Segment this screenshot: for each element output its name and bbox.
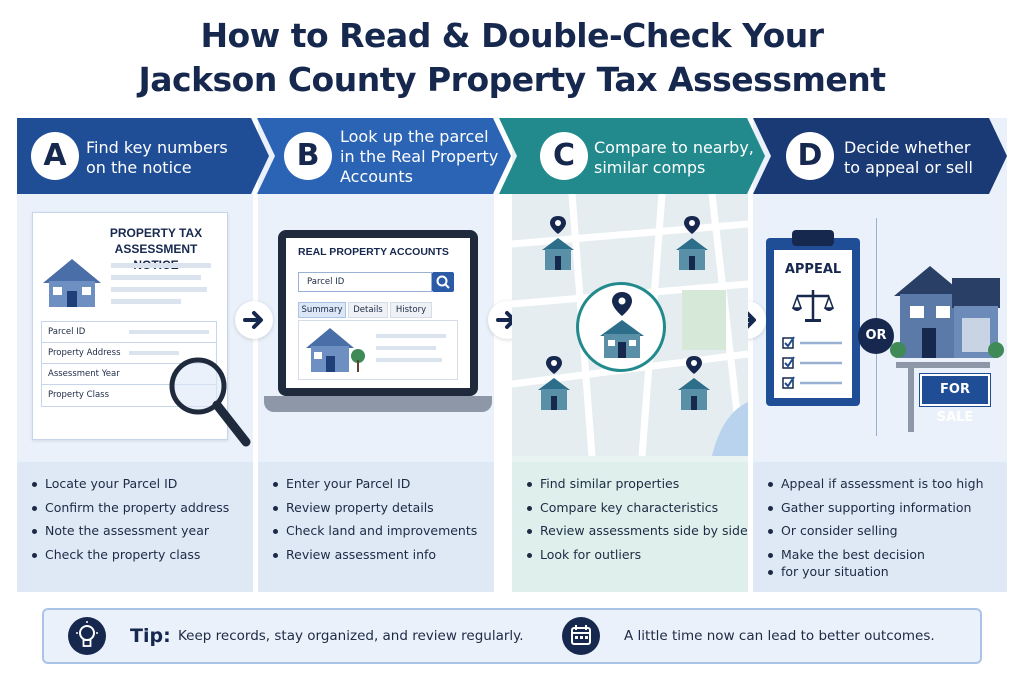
sign-post-bar [896, 362, 990, 368]
step-a-heading: Find key numbers on the notice [86, 138, 228, 178]
arrow-right-icon [235, 301, 273, 339]
sign-post [908, 362, 914, 432]
list-item: Locate your Parcel ID [32, 472, 253, 496]
heading-line: Accounts [340, 167, 413, 186]
heading-line: similar comps [594, 158, 706, 177]
tab-details[interactable]: Details [348, 302, 388, 318]
house-icon [43, 259, 101, 307]
step-d-heading: Decide whether to appeal or sell [844, 138, 973, 178]
list-item: Review property details [273, 496, 494, 520]
text-line [111, 287, 207, 292]
step-a-badge: A [31, 132, 79, 180]
field-value-line [129, 351, 179, 355]
list-item: Look for outliers [527, 543, 748, 567]
map-pin-icon [542, 216, 574, 270]
accounts-title: REAL PROPERTY ACCOUNTS [298, 246, 449, 258]
laptop-base [264, 396, 492, 412]
or-badge: OR [858, 318, 894, 354]
notice-fields-table: Parcel ID Property Address Assessment Ye… [41, 321, 217, 407]
tip-bar: Tip: Keep records, stay organized, and r… [42, 608, 982, 664]
field-assessment-year: Assessment Year [42, 364, 216, 385]
list-item: Review assessments side by side [527, 519, 748, 543]
appeal-form: APPEAL [774, 250, 852, 398]
notice-title-line: ASSESSMENT NOTICE [114, 242, 198, 272]
text-line [111, 263, 211, 268]
notice-title: PROPERTY TAX ASSESSMENT NOTICE [91, 225, 221, 273]
heading-line: Find key numbers [86, 138, 228, 157]
step-b-badge: B [284, 132, 332, 180]
text-line [376, 358, 442, 362]
list-item: Or consider selling [768, 519, 1007, 543]
list-item: Find similar properties [527, 472, 748, 496]
tab-history[interactable]: History [390, 302, 432, 318]
heading-line: Compare to nearby, [594, 138, 754, 157]
lightbulb-icon [68, 617, 106, 655]
list-item: Review assessment info [273, 543, 494, 567]
field-property-class: Property Class [48, 390, 110, 400]
banner-a [17, 118, 269, 194]
appeal-label: APPEAL [784, 262, 842, 277]
list-item: Compare key characteristics [527, 496, 748, 520]
step-d-bullets: Appeal if assessment is too high Gather … [753, 462, 1007, 592]
step-c-heading: Compare to nearby, similar comps [594, 138, 754, 178]
step-c-bullets: Find similar properties Compare key char… [512, 462, 748, 592]
field-property-address: Property Address [42, 343, 216, 364]
tab-summary[interactable]: Summary [298, 302, 346, 318]
heading-line: Look up the parcel [340, 127, 489, 146]
tip-label: Tip: [130, 625, 171, 647]
text-line [111, 299, 181, 304]
step-d-badge: D [786, 132, 834, 180]
list-item: Check the property class [32, 543, 253, 567]
list-item: Enter your Parcel ID [273, 472, 494, 496]
page-title: How to Read & Double-Check Your Jackson … [0, 14, 1024, 102]
text-line [376, 334, 446, 338]
checkbox-icon [782, 336, 842, 389]
list-item: Note the assessment year [32, 519, 253, 543]
text-line [111, 275, 201, 280]
for-sale-sign: FOR SALE [920, 374, 990, 425]
list-item: Gather supporting information [768, 496, 1007, 520]
heading-line: to appeal or sell [844, 158, 973, 177]
field-value-line [129, 330, 209, 334]
step-c-badge: C [540, 132, 588, 180]
house-icon [890, 266, 1004, 358]
text-line [376, 346, 436, 350]
tip-text-1: Keep records, stay organized, and review… [178, 628, 524, 644]
map-pin-icon [600, 292, 644, 358]
tip-text-2: A little time now can lead to better out… [624, 628, 935, 644]
summary-panel [298, 320, 458, 380]
list-item: Appeal if assessment is too high [768, 472, 1007, 496]
clipboard-clip [792, 230, 834, 246]
step-a-bullets: Locate your Parcel ID Confirm the proper… [17, 462, 253, 592]
field-parcel-id: Parcel ID [42, 322, 216, 343]
parcel-search-input[interactable]: Parcel ID [298, 272, 432, 292]
house-icon [306, 328, 365, 372]
step-b-heading: Look up the parcel in the Real Property … [340, 127, 498, 187]
calendar-icon [562, 617, 600, 655]
list-item: Confirm the property address [32, 496, 253, 520]
heading-line: in the Real Property [340, 147, 499, 166]
magnifier-icon [169, 357, 251, 447]
scales-icon [791, 290, 835, 322]
title-line-2: Jackson County Property Tax Assessment [138, 60, 886, 99]
notice-title-line: PROPERTY TAX [109, 226, 203, 240]
map-pin-icon [678, 356, 710, 410]
list-item-continued: for your situation [768, 560, 1007, 584]
list-item: Check land and improvements [273, 519, 494, 543]
list-item: Make the best decision [768, 543, 1007, 567]
heading-line: Decide whether [844, 138, 971, 157]
search-icon [436, 275, 450, 289]
real-property-accounts-screen: REAL PROPERTY ACCOUNTS Parcel ID Summary… [286, 238, 470, 388]
search-button[interactable] [432, 272, 454, 292]
map-pin-icon [538, 356, 570, 410]
map-pin-icon [676, 216, 708, 270]
step-b-bullets: Enter your Parcel ID Review property det… [258, 462, 494, 592]
title-line-1: How to Read & Double-Check Your [200, 16, 824, 55]
heading-line: on the notice [86, 158, 192, 177]
